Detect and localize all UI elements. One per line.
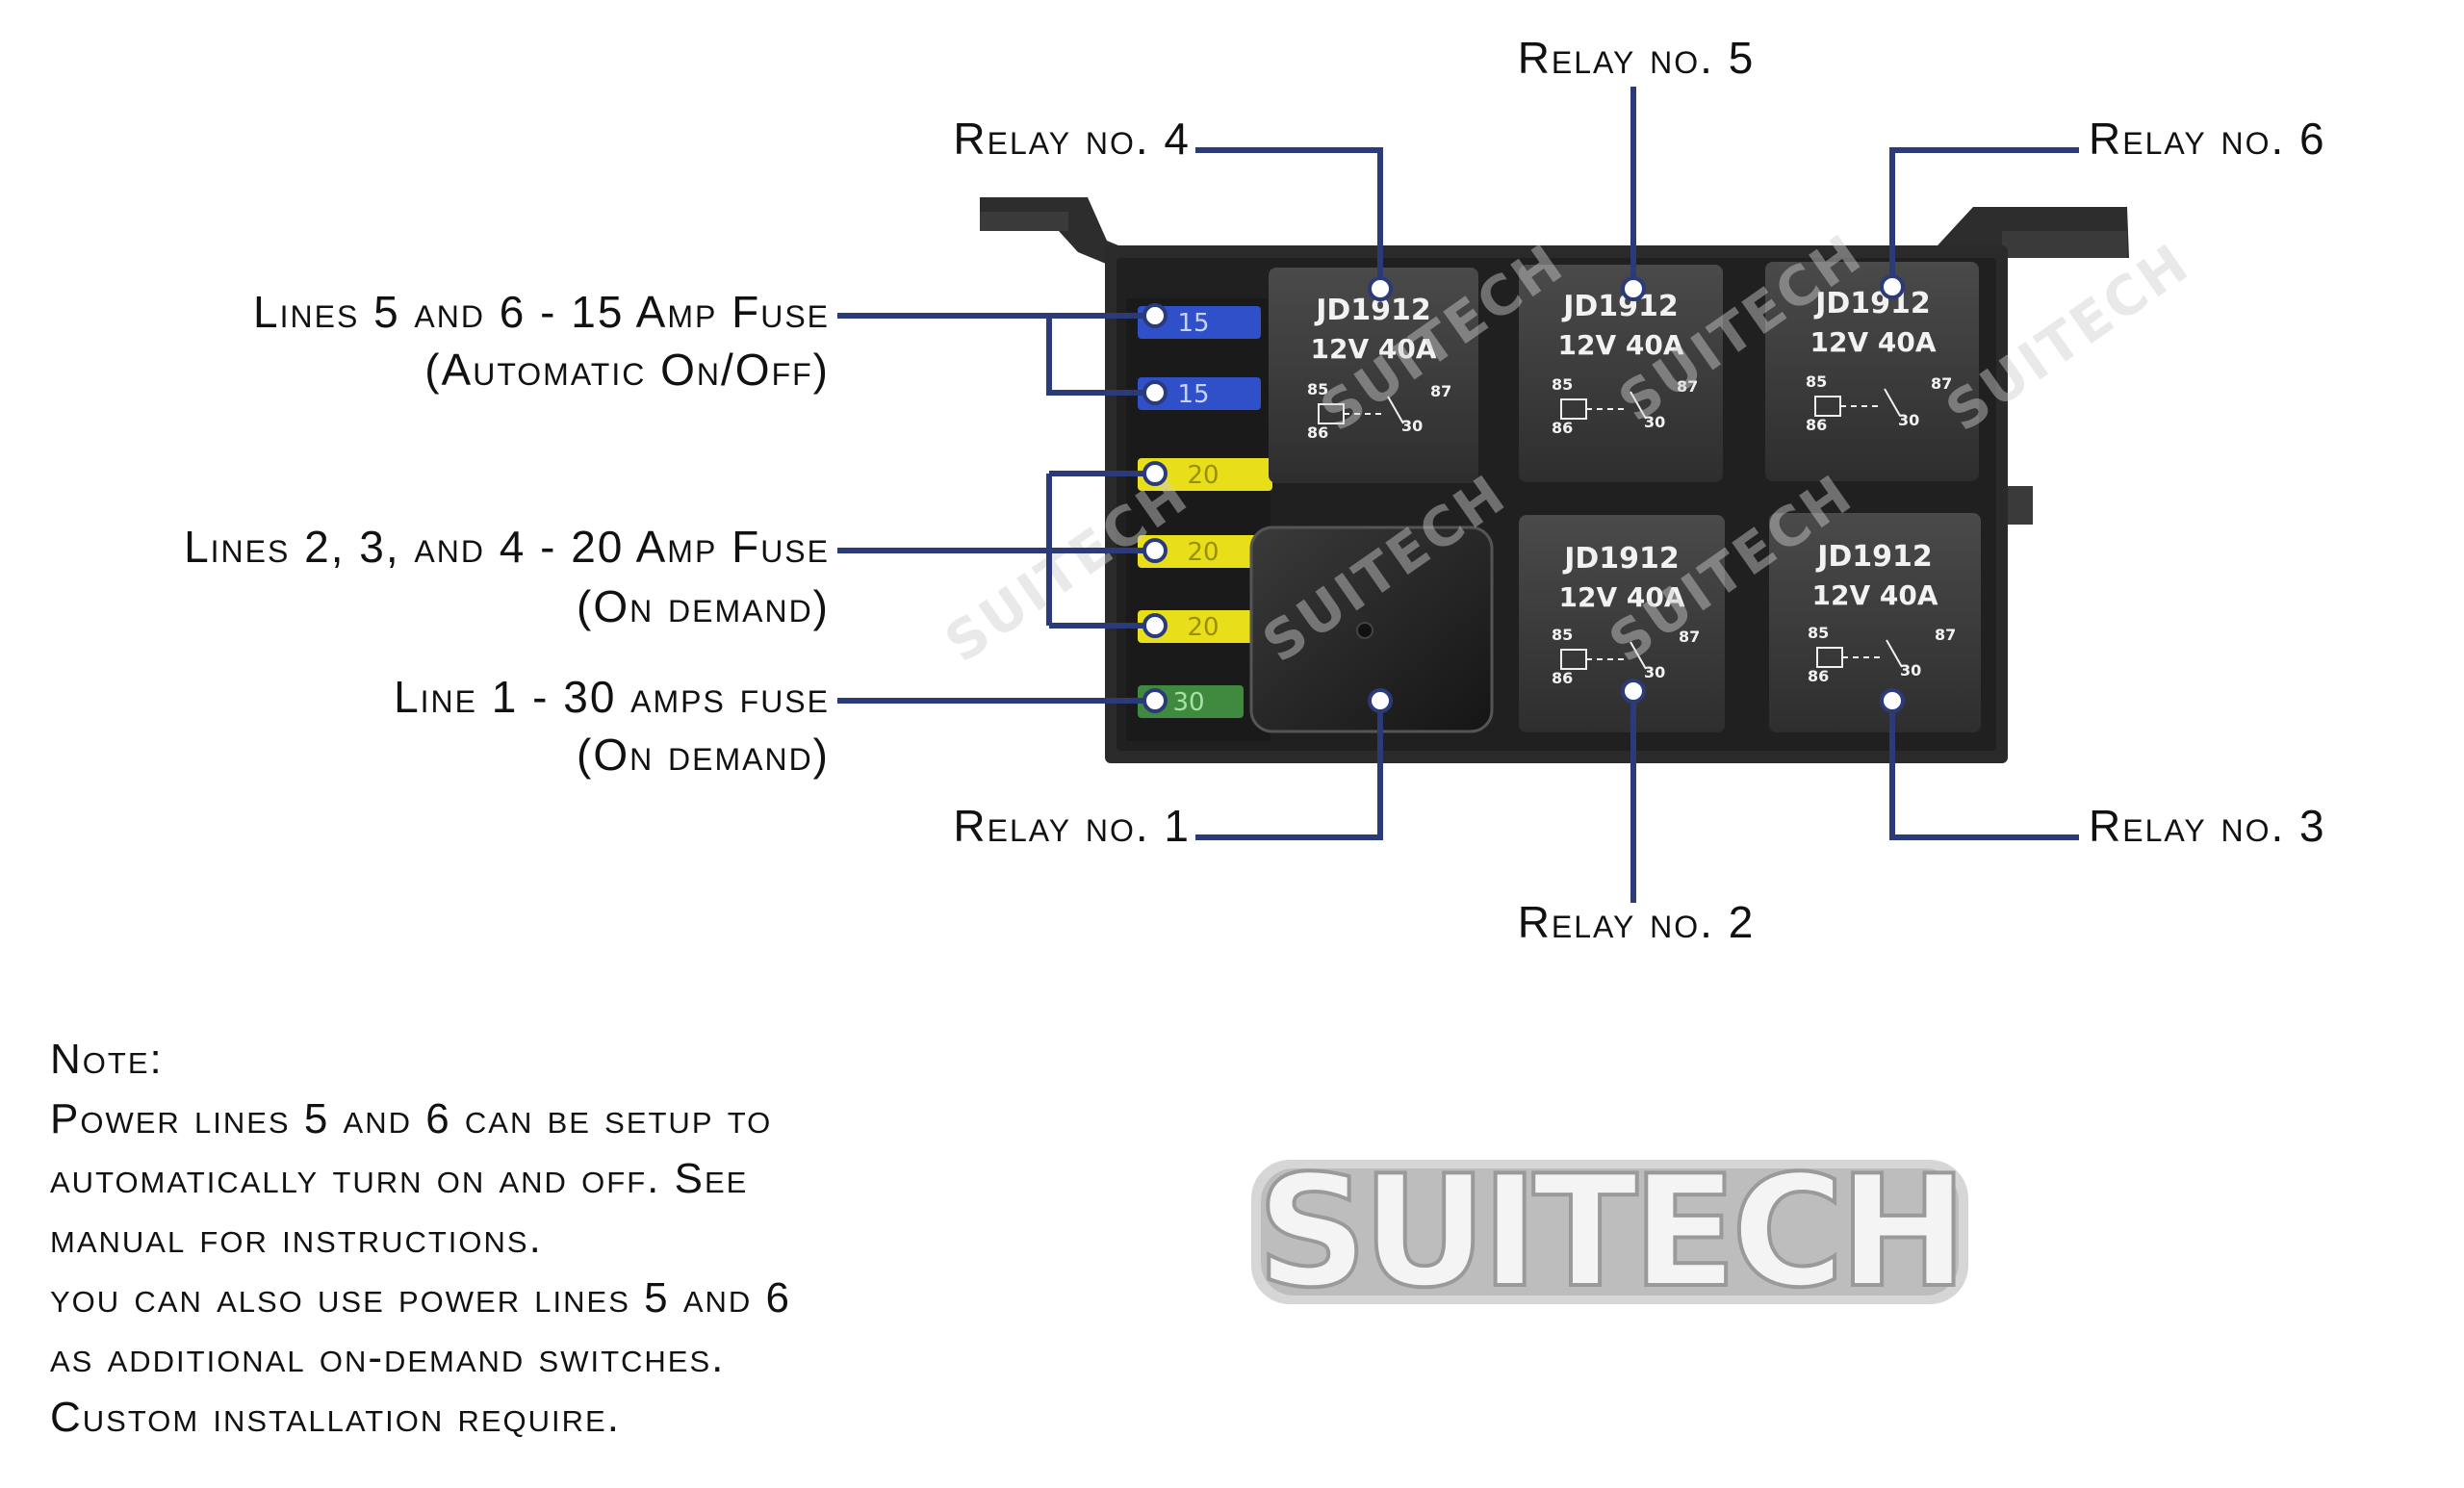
svg-text:12V 40A: 12V 40A: [1811, 579, 1938, 611]
callout-lines56-sub: (Automatic On/Off): [424, 345, 830, 395]
svg-text:86: 86: [1552, 669, 1573, 687]
svg-text:30: 30: [1644, 413, 1665, 431]
brand-logo: SUITECH: [1251, 1140, 1969, 1323]
svg-text:86: 86: [1808, 667, 1829, 685]
fuse-column: [1126, 298, 1270, 741]
fuse-line5: 15: [1138, 377, 1261, 410]
svg-text:86: 86: [1552, 419, 1573, 437]
fuse-line4: 20: [1138, 458, 1272, 491]
svg-text:30: 30: [1898, 411, 1919, 429]
svg-text:85: 85: [1552, 626, 1573, 644]
svg-text:JD1912: JD1912: [1562, 542, 1680, 576]
svg-text:12V 40A: 12V 40A: [1310, 333, 1436, 365]
leader-lines: [837, 87, 2079, 903]
svg-text:87: 87: [1430, 382, 1451, 400]
svg-text:30: 30: [1172, 688, 1204, 717]
svg-text:JD1912: JD1912: [1813, 287, 1931, 321]
svg-text:30: 30: [1644, 663, 1665, 681]
note-line-1: Power lines 5 and 6 can be setup to: [50, 1095, 773, 1142]
relay-1: [1249, 526, 1494, 733]
relay-6: JD1912 12V 40A 85 86 87 30: [1765, 262, 1979, 481]
leader-relay4: [1195, 147, 1383, 289]
note-line-5: as additional on-demand switches.: [50, 1334, 726, 1381]
svg-text:86: 86: [1307, 423, 1328, 442]
callout-lines56: Lines 5 and 6 - 15 Amp Fuse: [253, 287, 830, 337]
svg-text:12V 40A: 12V 40A: [1558, 581, 1684, 613]
relay-5: JD1912 12V 40A 85 86 87 30: [1519, 265, 1723, 482]
svg-text:JD1912: JD1912: [1314, 294, 1431, 327]
svg-text:85: 85: [1808, 624, 1829, 642]
svg-text:87: 87: [1677, 377, 1698, 396]
note-line-2: automatically turn on and off. See: [50, 1155, 749, 1202]
svg-text:15: 15: [1177, 380, 1209, 409]
fuse-line6: 15: [1138, 306, 1261, 339]
note-line-4: you can also use power lines 5 and 6: [50, 1274, 791, 1321]
svg-text:30: 30: [1900, 661, 1921, 680]
svg-text:87: 87: [1679, 628, 1700, 646]
svg-text:SUITECH: SUITECH: [1257, 1142, 1962, 1321]
svg-text:87: 87: [1935, 626, 1956, 644]
leader-relay6: [1889, 147, 2079, 287]
callout-relay-4: Relay no. 4: [953, 114, 1191, 164]
svg-text:20: 20: [1187, 538, 1219, 567]
svg-text:12V 40A: 12V 40A: [1810, 326, 1936, 358]
svg-text:15: 15: [1177, 309, 1209, 338]
callout-relay-3: Relay no. 3: [2089, 801, 2326, 851]
callout-relay-6: Relay no. 6: [2089, 114, 2326, 164]
svg-text:12V 40A: 12V 40A: [1557, 329, 1683, 361]
callout-line1-sub: (On demand): [577, 730, 830, 780]
svg-text:JD1912: JD1912: [1561, 290, 1679, 323]
callout-lines234-sub: (On demand): [577, 581, 830, 631]
svg-text:85: 85: [1806, 372, 1827, 391]
callout-lines234: Lines 2, 3, and 4 - 20 Amp Fuse: [184, 522, 830, 572]
callout-relay-2: Relay no. 2: [1518, 897, 1756, 947]
svg-text:JD1912: JD1912: [1815, 540, 1933, 574]
note-line-3: manual for instructions.: [50, 1215, 543, 1262]
relay-3: JD1912 12V 40A 85 86 87 30: [1769, 513, 1981, 732]
svg-text:20: 20: [1187, 613, 1219, 642]
callout-line1: Line 1 - 30 amps fuse: [394, 672, 830, 722]
note-block: Note: Power lines 5 and 6 can be setup t…: [50, 1030, 1013, 1448]
note-line-6: Custom installation require.: [50, 1394, 621, 1441]
svg-text:20: 20: [1187, 461, 1219, 490]
relay-2: JD1912 12V 40A 85 86 87 30: [1519, 515, 1725, 732]
callout-relay-1: Relay no. 1: [953, 801, 1191, 851]
callout-relay-5: Relay no. 5: [1518, 33, 1756, 83]
leader-relay1: [1195, 701, 1383, 840]
leader-lines56-bracket: [1046, 316, 1155, 396]
note-heading: Note:: [50, 1036, 164, 1083]
svg-text:30: 30: [1401, 417, 1423, 435]
leader-relay3: [1889, 701, 2079, 840]
fuse-line2: 20: [1138, 610, 1272, 643]
side-latch: [2008, 486, 2033, 525]
relay-4: JD1912 12V 40A 85 86 87 30: [1269, 268, 1478, 483]
leader-endpoints: [1142, 274, 1905, 713]
fuse-line3: 20: [1138, 535, 1272, 568]
svg-text:85: 85: [1307, 380, 1328, 398]
svg-text:85: 85: [1552, 375, 1573, 394]
svg-text:87: 87: [1931, 374, 1952, 393]
svg-text:86: 86: [1806, 416, 1827, 434]
